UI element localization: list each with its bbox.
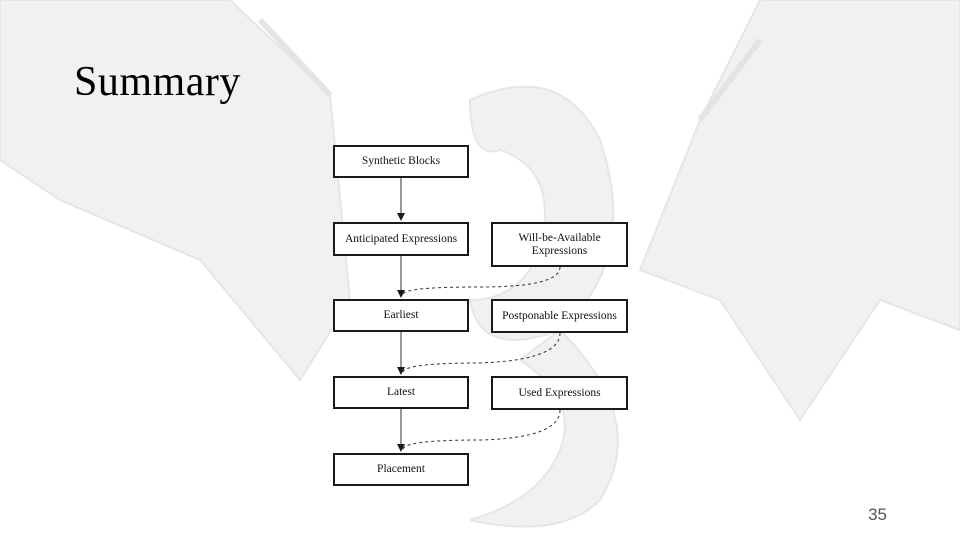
wing-bone-left bbox=[257, 17, 333, 98]
right-wing-shape bbox=[638, 0, 960, 422]
page-number: 35 bbox=[868, 505, 887, 524]
node-will-be-available-expressions: Will-be-Available Expressions bbox=[491, 222, 628, 267]
node-synthetic-blocks: Synthetic Blocks bbox=[333, 145, 469, 178]
node-earliest: Earliest bbox=[333, 299, 469, 332]
wing-bone-right bbox=[697, 38, 763, 122]
node-latest: Latest bbox=[333, 376, 469, 409]
dashed-used-to-placement bbox=[402, 409, 561, 450]
node-postponable-expressions: Postponable Expressions bbox=[491, 299, 628, 333]
body-shape bbox=[468, 85, 615, 341]
dashed-will-be-available-to-earliest bbox=[402, 266, 561, 295]
slide-title: Summary bbox=[74, 59, 241, 105]
node-anticipated-expressions: Anticipated Expressions bbox=[333, 222, 469, 256]
dashed-postponable-to-latest bbox=[402, 332, 561, 373]
node-used-expressions: Used Expressions bbox=[491, 376, 628, 410]
node-placement: Placement bbox=[333, 453, 469, 486]
